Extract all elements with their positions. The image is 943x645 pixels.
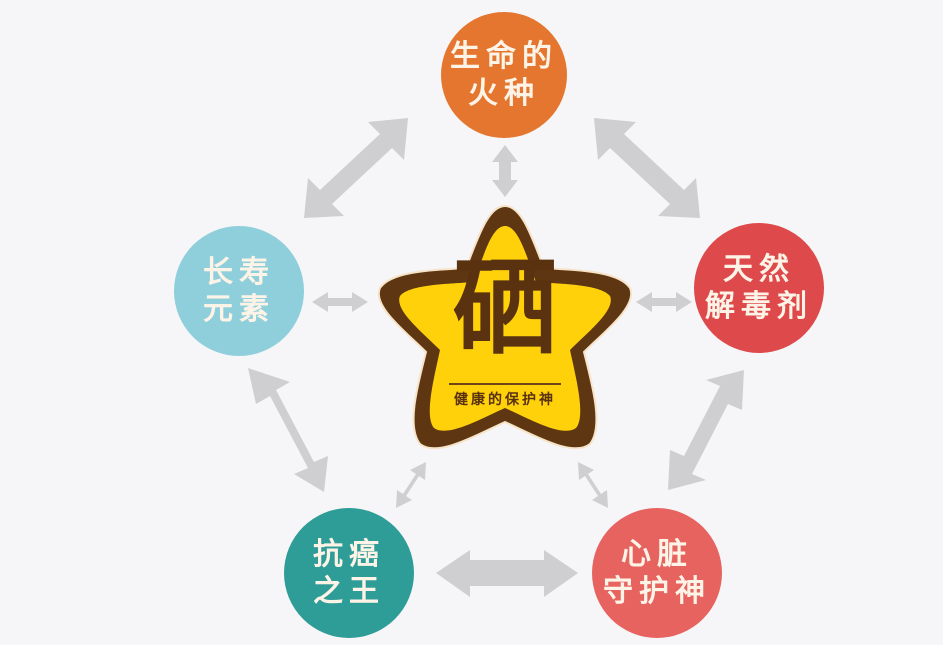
arrow-center-bottom-right [578,462,608,508]
center-subtitle: 健康的保护神 [454,392,556,408]
center-star-badge: 硒 健康的保护神 [372,198,638,460]
node-anti-cancer-king: 抗癌 之王 [284,508,414,638]
arrow-right-bottom-right [668,370,744,490]
arrow-center-bottom-left [396,462,426,508]
node-label-line-1: 心脏 [621,536,693,572]
node-spark-of-life: 生命的 火种 [441,12,567,138]
node-label-line-1: 天然 [723,251,795,287]
arrow-center-left [312,292,368,312]
selenium-character: 硒 [452,246,557,369]
star-shape-icon [377,204,633,450]
subtitle-divider [449,383,561,385]
node-label-line-2: 火种 [468,76,540,111]
node-label-line-2: 之王 [313,574,385,609]
node-label-line-2: 元素 [203,292,275,327]
node-label-line-1: 长寿 [203,254,275,290]
node-label-line-2: 解毒剂 [705,289,813,324]
arrow-center-top [492,145,518,197]
node-label-line-2: 守护神 [603,574,711,609]
arrow-center-right [636,292,692,312]
node-heart-guardian: 心脏 守护神 [592,508,722,638]
node-label-line-1: 生命的 [450,38,558,74]
arrow-top-right [594,118,700,218]
arrow-left-bottom-left [248,368,328,492]
node-longevity-element: 长寿 元素 [174,226,304,356]
node-natural-detoxifier: 天然 解毒剂 [694,223,824,353]
node-label-line-1: 抗癌 [313,536,385,572]
arrow-left-top [304,118,408,218]
arrow-bottom-left-bottom-right [436,550,578,597]
